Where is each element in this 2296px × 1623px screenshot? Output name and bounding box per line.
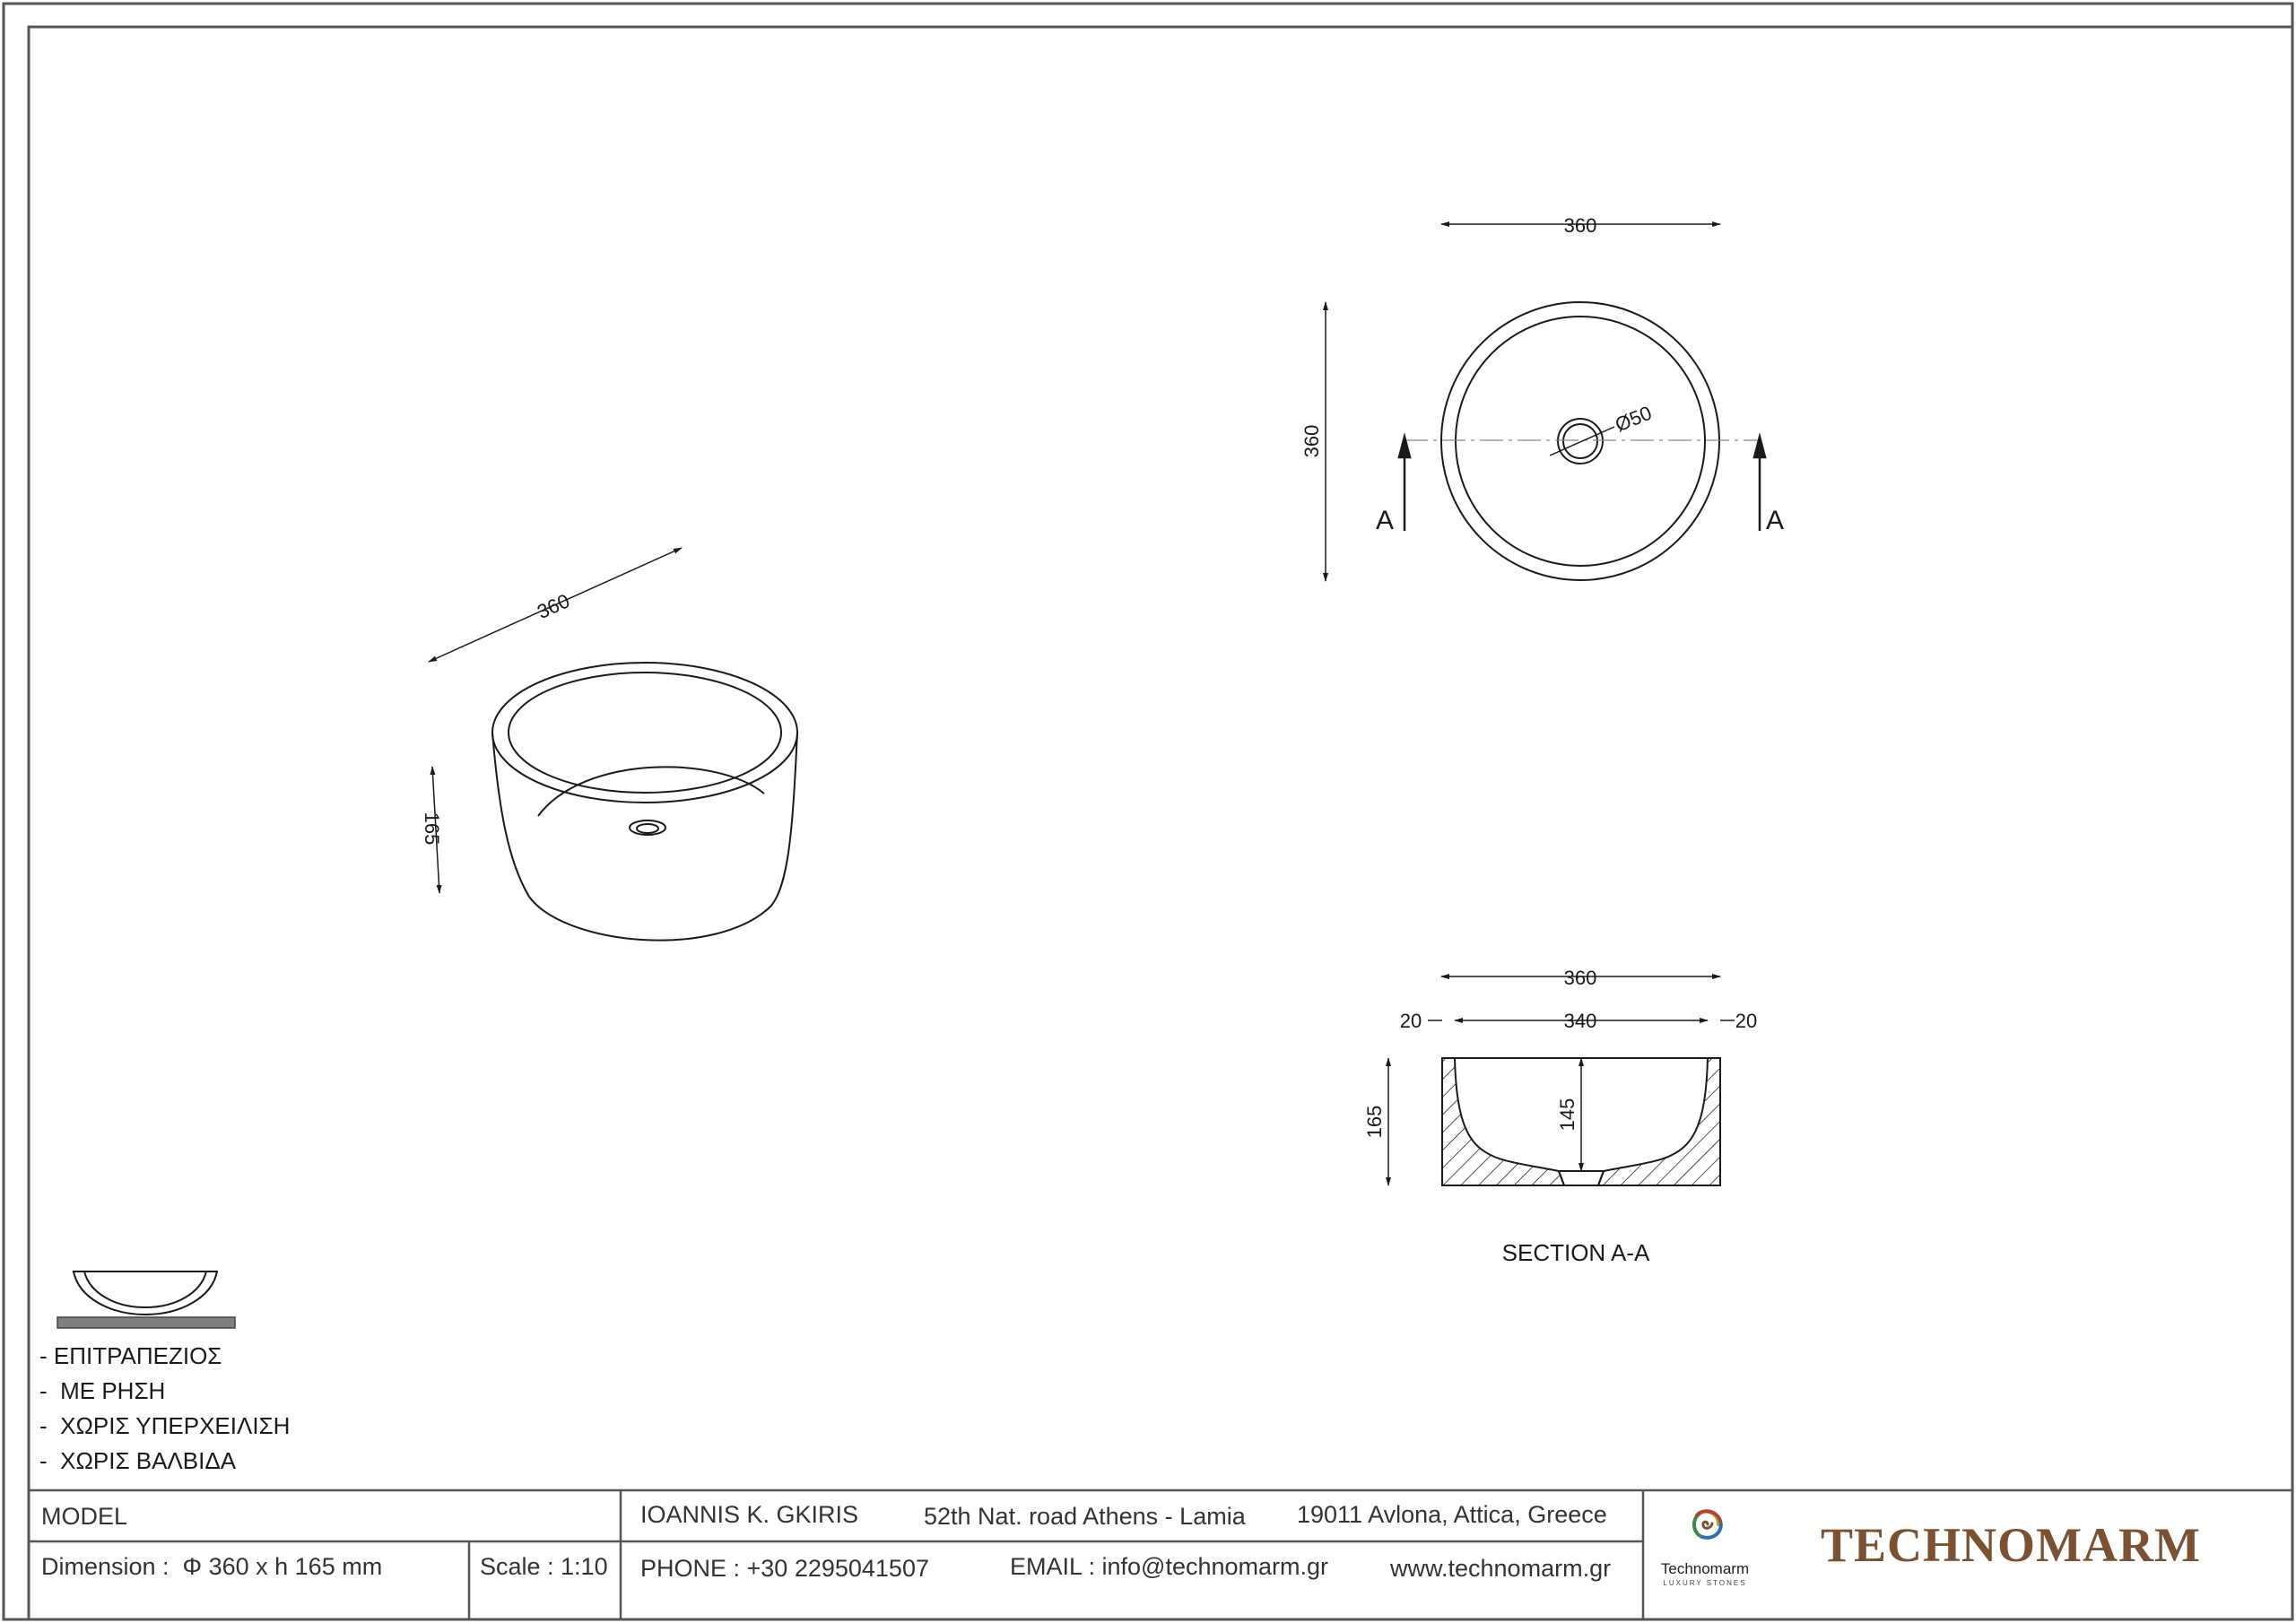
section-mark-left: A [1376, 506, 1394, 535]
iso-height-dim-line [430, 766, 442, 894]
section-arrowhead-right [1752, 432, 1767, 459]
note-drain: - ΜΕ ΡΗΣΗ [39, 1377, 166, 1404]
sec-depth-label: 145 [1556, 1098, 1578, 1132]
sec-width-label: 360 [1564, 967, 1597, 989]
iso-width-dim-line [428, 547, 683, 663]
brand-wordmark: TECHNOMARM [1821, 1518, 2201, 1572]
section-mark-right: A [1766, 506, 1784, 535]
section-arrows [1397, 432, 1767, 531]
iso-height-label: 165 [421, 812, 443, 846]
iso-basin-floor [537, 766, 765, 817]
iso-body-outline [491, 732, 798, 942]
top-rim-inner [1455, 316, 1706, 567]
note-no-overflow: - ΧΩΡΙΣ ΥΠΕΡΧΕΙΛΙΣΗ [39, 1412, 291, 1439]
iso-drain-inner [636, 823, 659, 834]
note-no-valve: - ΧΩΡΙΣ ΒΑΛΒΙΔΑ [39, 1447, 237, 1474]
tb-city: 19011 Avlona, Attica, Greece [1297, 1501, 1607, 1528]
section-title: SECTION A-A [1502, 1239, 1650, 1266]
section-view [1386, 974, 1735, 1186]
countertop-bar [57, 1316, 236, 1329]
section-arrowhead-left [1397, 432, 1412, 459]
drain-leader [1549, 426, 1615, 456]
tb-phone: PHONE : +30 2295041507 [640, 1555, 929, 1582]
sec-wall-right-label: 20 [1735, 1010, 1757, 1032]
title-block-grid [29, 1488, 2292, 1619]
tb-email: EMAIL : info@technomarm.gr [1010, 1553, 1329, 1580]
countertop-mount-icon [57, 1271, 236, 1329]
top-view [1323, 221, 1760, 582]
top-width-label: 360 [1564, 214, 1597, 237]
top-rim-outer [1440, 301, 1720, 581]
section-body-right [1596, 1057, 1721, 1186]
top-drain-inner [1562, 423, 1598, 459]
logo-tagline: LUXURY STONES [1663, 1579, 1747, 1587]
logo-name: Technomarm [1660, 1560, 1750, 1577]
iso-drain [629, 820, 666, 836]
iso-rim-outer [491, 662, 798, 803]
top-drain-outer [1557, 418, 1604, 464]
drain-diameter-label: Ø50 [1612, 402, 1655, 437]
tb-web: www.technomarm.gr [1390, 1555, 1612, 1582]
iso-rim-inner [508, 672, 782, 794]
sec-wall-left-label: 20 [1400, 1010, 1422, 1032]
isometric-view [428, 547, 798, 942]
tb-company: IOANNIS K. GKIRIS [640, 1501, 859, 1528]
spiral-logo-icon [1692, 1509, 1723, 1540]
tb-scale: Scale : 1:10 [480, 1553, 608, 1580]
sec-height-label: 165 [1363, 1106, 1386, 1139]
iso-width-label: 360 [534, 589, 573, 623]
inner-frame [27, 25, 2294, 1621]
sec-inner-label: 340 [1564, 1010, 1597, 1032]
section-drain-hole [1558, 1170, 1605, 1186]
tb-model-label: MODEL [41, 1503, 128, 1530]
note-countertop: - ΕΠΙΤΡΑΠΕΖΙΟΣ [39, 1342, 222, 1369]
basin-icon-inner [83, 1271, 207, 1309]
section-body-left [1441, 1057, 1566, 1186]
tb-road: 52th Nat. road Athens - Lamia [924, 1503, 1246, 1530]
tb-dimension: Dimension : Φ 360 x h 165 mm [41, 1553, 383, 1580]
top-height-label: 360 [1300, 425, 1323, 458]
basin-icon-outer [72, 1271, 219, 1316]
